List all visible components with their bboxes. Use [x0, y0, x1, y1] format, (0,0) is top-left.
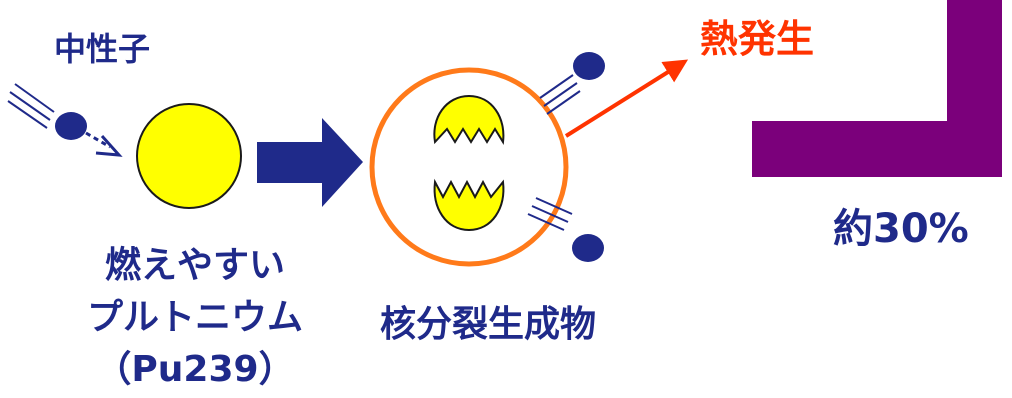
fission-products-label: 核分裂生成物 — [380, 304, 597, 345]
fission-fragment-upper — [433, 94, 505, 145]
percentage-bar — [752, 0, 1002, 177]
incoming-neutron — [7, 83, 123, 157]
plutonium-nucleus — [136, 103, 242, 209]
neutron-path-arrow — [85, 131, 111, 149]
plutonium-label-line2: プルトニウム — [86, 297, 303, 338]
fission-fragment-lower — [433, 178, 505, 232]
heat-generation-label: 熱発生 — [700, 17, 815, 61]
motion-lines — [539, 74, 581, 115]
outgoing-neutron-upper — [539, 52, 605, 115]
neutron-path-arrowhead — [95, 134, 123, 157]
process-arrow — [257, 118, 363, 207]
percentage-label: 約30% — [833, 206, 969, 252]
neutron-ball — [573, 52, 605, 80]
plutonium-label-line3: （Pu239） — [95, 349, 295, 390]
heat-arrow — [564, 59, 689, 138]
neutron-label: 中性子 — [54, 30, 151, 68]
neutron-ball — [572, 234, 604, 262]
motion-lines — [527, 197, 573, 231]
motion-lines — [7, 83, 55, 129]
plutonium-label: 燃えやすい プルトニウム （Pu239） — [70, 240, 320, 396]
neutron-ball — [55, 112, 87, 140]
outgoing-neutron-lower — [527, 197, 604, 262]
plutonium-label-line1: 燃えやすい — [104, 245, 285, 286]
fission-circle — [369, 67, 569, 267]
